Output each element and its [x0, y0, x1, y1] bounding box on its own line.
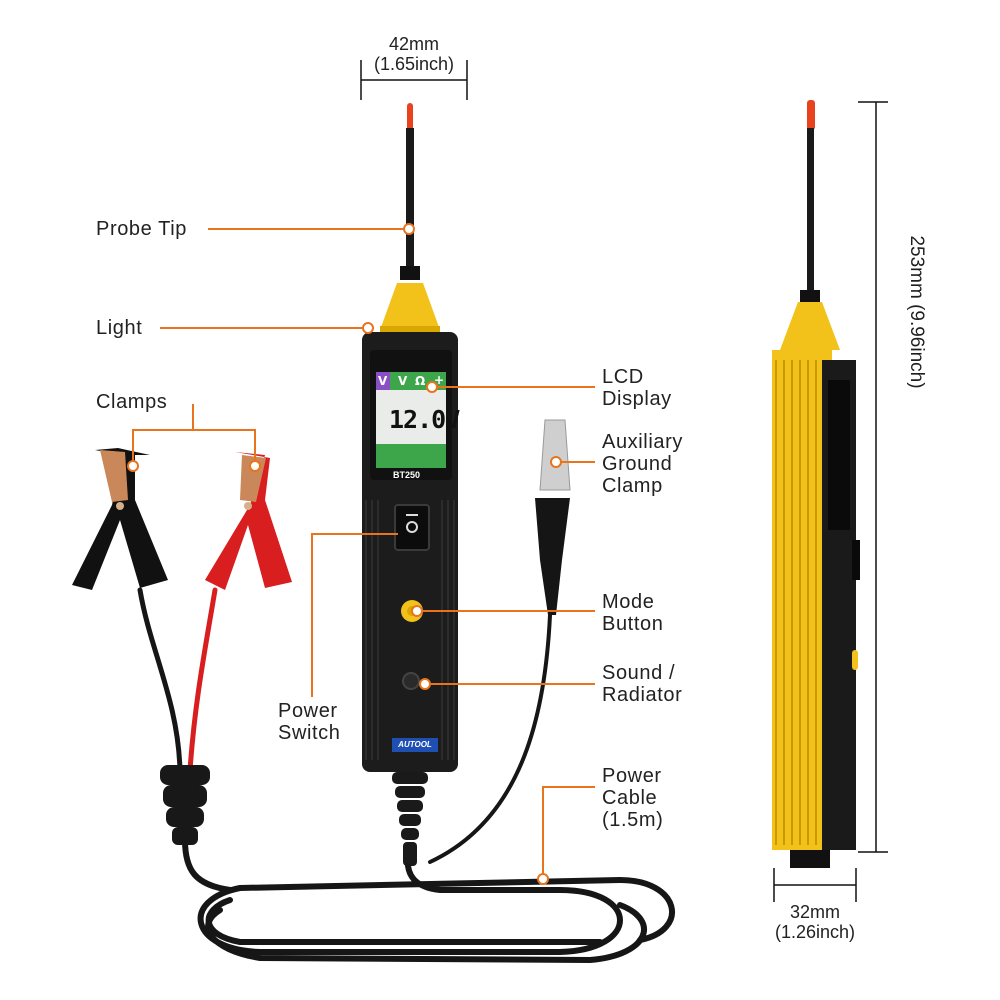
dimension-length-text: 253mm (9.96inch) — [906, 235, 927, 389]
strain-relief — [392, 772, 428, 866]
label-clamps-text: Clamps — [96, 391, 168, 413]
label-cable-line1: Power — [602, 765, 662, 787]
label-power-switch: Power Switch — [278, 700, 341, 744]
probe-collar — [400, 266, 420, 280]
lcd-mode-ohm: Ω — [415, 374, 426, 388]
label-sound-line1: Sound / — [602, 662, 676, 684]
cable-splitter — [160, 765, 210, 845]
label-aux-line1: Auxiliary — [602, 431, 683, 453]
black-clamp-cable — [137, 587, 183, 773]
dimension-depth: 32mm (1.26inch) — [745, 902, 885, 942]
label-switch-line2: Switch — [278, 722, 341, 744]
red-clamp — [205, 452, 292, 590]
lcd-mode-v-dc: V — [398, 374, 408, 388]
radiator-shape — [402, 672, 420, 690]
label-cable-line3: (1.5m) — [602, 809, 664, 831]
label-mode-line1: Mode — [602, 591, 655, 613]
cables — [137, 587, 675, 964]
label-mode-line2: Button — [602, 613, 664, 635]
power-cable-coil — [197, 863, 675, 955]
power-switch — [394, 504, 430, 551]
label-lcd-display: LCD Display — [602, 366, 672, 410]
label-lcd-line2: Display — [602, 388, 672, 410]
dimension-width-mm: 42mm — [388, 34, 439, 54]
lcd-mode-battery: + — [434, 373, 445, 387]
callout-dots — [127, 223, 562, 885]
front-device — [362, 103, 458, 866]
label-cable-line2: Cable — [602, 787, 658, 809]
yellow-cone — [380, 283, 440, 330]
model-number: BT250 — [393, 470, 421, 480]
label-aux-line3: Clamp — [602, 475, 663, 497]
label-clamps: Clamps — [96, 391, 167, 413]
label-sound-radiator: Sound / Radiator — [602, 662, 682, 706]
dimension-lines — [360, 60, 888, 902]
label-probe-tip-text: Probe Tip — [96, 218, 188, 240]
label-probe-tip: Probe Tip — [96, 218, 187, 240]
label-aux-line2: Ground — [602, 453, 673, 475]
label-switch-line1: Power — [278, 700, 338, 722]
yellow-cone-shade — [380, 326, 440, 334]
lcd-mode-v-ac: V — [378, 374, 388, 388]
aux-ground-clamp — [535, 419, 571, 615]
red-clamp-cable — [187, 587, 218, 773]
aux-ground-cable — [428, 613, 552, 864]
label-light-text: Light — [96, 317, 143, 339]
callout-leaders — [132, 228, 595, 878]
lcd-mode-purple — [376, 372, 390, 390]
lcd-reading: 12.0V — [389, 405, 460, 434]
label-sound-line2: Radiator — [602, 684, 683, 706]
dimension-width: 42mm (1.65inch) — [344, 34, 484, 74]
dimension-width-inch: (1.65inch) — [373, 54, 455, 74]
dimension-depth-inch: (1.26inch) — [774, 922, 856, 942]
label-mode-button: Mode Button — [602, 591, 663, 635]
side-device — [772, 100, 860, 868]
brand-badge: AUTOOL — [392, 738, 438, 752]
lcd-green-bottom — [376, 444, 446, 468]
label-light: Light — [96, 317, 142, 339]
black-clamp — [72, 448, 168, 590]
label-aux-ground-clamp: Auxiliary Ground Clamp — [602, 431, 683, 497]
probe-tip-red — [407, 103, 413, 133]
label-lcd-line1: LCD — [602, 366, 644, 388]
probe-shaft — [406, 128, 414, 268]
label-power-cable: Power Cable (1.5m) — [602, 765, 663, 831]
dimension-depth-mm: 32mm — [789, 902, 840, 922]
body-ribs — [365, 500, 455, 760]
